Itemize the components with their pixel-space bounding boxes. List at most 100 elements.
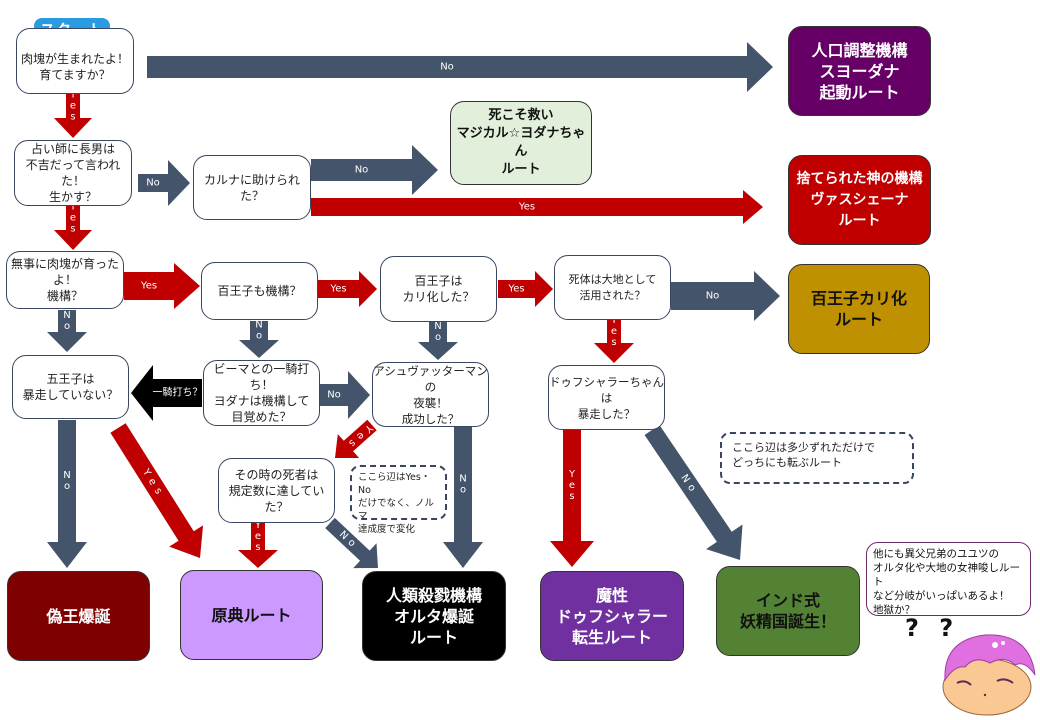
arrow-five-no: No: [47, 420, 87, 568]
arrow-karna-yes-shape: [311, 190, 763, 224]
ending-fairy-kingdom[interactable]: インド式 妖精国誕生！: [716, 566, 860, 656]
ending-alter[interactable]: 人類殺戮機構 オルタ爆誕 ルート: [362, 571, 506, 661]
arrow-grown-no-shape: [47, 310, 87, 352]
arrow-dushala-no-label-char: o: [685, 482, 698, 493]
ending-dushala[interactable]: 魔性 ドゥフシャラー 転生ルート: [540, 571, 684, 661]
question-bhima-duel[interactable]: ビーマとの一騎打ち！ ヨダナは機構して 目覚めた？: [203, 360, 320, 426]
ending-hundred-kali[interactable]: 百王子カリ化 ルート: [788, 264, 930, 354]
arrow-ashwa-yes-shape: [334, 419, 377, 458]
arrow-earth-no: No: [671, 271, 780, 321]
arrow-dushala-yes-label-char: Y: [568, 469, 576, 480]
arrow-duel: 一騎打ち？: [131, 365, 203, 421]
arrow-dead-yes-label-char: Y: [254, 520, 262, 531]
arrow-kali-no-label-char: N: [434, 321, 441, 332]
arrow-dead-yes-label-char: s: [255, 542, 260, 553]
ending-magical-yodhana[interactable]: 死こそ救い マジカル☆ヨダナちゃん ルート: [450, 101, 592, 185]
arrow-earth-yes: Yes: [594, 315, 634, 363]
question-five-princes[interactable]: 五王子は 暴走していない？: [12, 355, 129, 419]
question-kali[interactable]: 百王子は カリ化した？: [380, 256, 497, 322]
arrow-five-yes-shape: [110, 423, 204, 558]
arrow-earth-yes-label-char: s: [611, 337, 616, 348]
arrow-bhima-no: No: [320, 371, 370, 419]
arrow-earth-yes-shape: [594, 320, 634, 363]
eye-right: [996, 678, 1014, 684]
arrow-karna-no: No: [311, 145, 438, 195]
ending-original[interactable]: 原典ルート: [180, 570, 323, 660]
arrow-duel-shape: [131, 365, 202, 421]
question-dushala[interactable]: ドゥフシャラーちゃんは 暴走した？: [548, 365, 665, 430]
ending-vasusena[interactable]: 捨てられた神の機構 ヴァスシェーナ ルート: [788, 155, 931, 245]
question-karna[interactable]: カルナに助けられた？: [193, 155, 311, 220]
arrow-five-no-label-char: N: [63, 470, 70, 481]
arrow-karna-yes-label: Yes: [518, 202, 535, 213]
arrow-duel-label: 一騎打ち？: [153, 386, 203, 399]
arrow-earth-yes-label-char: Y: [610, 315, 618, 326]
arrow-fortune-yes-label-char: s: [70, 224, 75, 235]
arrow-kali-yes-label: Yes: [507, 284, 524, 295]
arrow-grown-yes-shape: [124, 263, 200, 309]
arrow-ashwa-yes-label-char: e: [354, 429, 366, 441]
arrow-raise-yes-label-char: Y: [69, 90, 77, 101]
question-fortune[interactable]: 占い師に長男は 不吉だって言われた！ 生かす？: [14, 140, 132, 206]
arrow-ashwa-no-label-char: o: [460, 485, 466, 496]
arrow-grown-no-label-char: o: [64, 321, 70, 332]
arrow-dushala-no: No: [644, 424, 743, 560]
character-face: [942, 634, 1036, 716]
arrow-fortune-yes: Yes: [54, 202, 92, 250]
arrow-five-yes-label-char: s: [152, 486, 164, 496]
arrow-raise-yes: Yes: [54, 90, 92, 138]
question-earth[interactable]: 死体は大地として 活用された？: [554, 255, 671, 320]
arrow-grown-yes-label: Yes: [140, 281, 157, 292]
arrow-hundred-yes-label: Yes: [329, 284, 346, 295]
arrow-fortune-yes-label-char: Y: [69, 202, 77, 213]
arrow-hundred-yes-shape: [318, 271, 377, 307]
question-ashwatthama[interactable]: アシュヴァッターマンの 夜襲！ 成功した？: [372, 362, 489, 427]
arrow-raise-yes-shape: [54, 94, 92, 138]
arrow-bhima-no-label: No: [327, 390, 341, 401]
arrow-hundred-yes: Yes: [318, 271, 377, 307]
arrow-dushala-no-shape: [644, 424, 743, 560]
arrow-grown-no-label-char: N: [63, 310, 70, 321]
arrow-kali-yes-shape: [498, 271, 553, 307]
arrow-raise-no: No: [147, 42, 773, 92]
ending-suyodhana[interactable]: 人口調整機構 スヨーダナ 起動ルート: [788, 26, 931, 116]
question-hundred-mech[interactable]: 百王子も機構？: [201, 262, 318, 320]
arrow-earth-yes-label-char: e: [611, 326, 617, 337]
eye-left: [956, 680, 972, 686]
hair-shine: [992, 642, 998, 648]
arrow-hundred-no: No: [239, 320, 279, 358]
hair: [944, 634, 1036, 682]
question-dead-count[interactable]: その時の死者は 規定数に達していた？: [218, 458, 335, 523]
arrow-dead-no: No: [325, 517, 378, 569]
arrow-fortune-no-label: No: [146, 178, 160, 189]
arrow-hundred-no-label-char: o: [256, 331, 262, 342]
arrow-five-no-label-char: o: [64, 481, 70, 492]
arrow-fortune-no: No: [138, 160, 190, 206]
arrow-karna-yes: Yes: [311, 190, 763, 224]
arrow-dead-yes-shape: [238, 523, 278, 568]
arrow-ashwa-no: No: [443, 427, 483, 568]
arrow-raise-no-shape: [147, 42, 773, 92]
arrow-kali-yes: Yes: [498, 271, 553, 307]
arrow-ashwa-yes: Yes: [334, 419, 377, 458]
note-shift: ここら辺は多少ずれただけで どっちにも転ぶルート: [720, 432, 914, 484]
arrow-ashwa-no-label-char: N: [459, 474, 466, 485]
question-marks: ? ?: [905, 614, 960, 642]
note-quota: ここら辺はYes・No だけでなく、ノルマ 達成度で変化: [350, 465, 447, 535]
arrow-dushala-yes: Yes: [550, 430, 594, 567]
question-grown[interactable]: 無事に肉塊が育ったよ！ 機構？: [6, 251, 124, 309]
arrow-dead-yes-label-char: e: [255, 531, 261, 542]
arrow-kali-no-label-char: o: [435, 332, 441, 343]
arrow-raise-yes-label-char: s: [70, 112, 75, 123]
arrow-kali-no: No: [418, 321, 458, 360]
arrow-ashwa-yes-label-char: s: [346, 437, 357, 449]
ending-false-king[interactable]: 偽王爆誕: [7, 571, 150, 661]
hair-shine: [1001, 641, 1005, 645]
question-raise[interactable]: 肉塊が生まれたよ！ 育てますか？: [16, 28, 134, 94]
arrow-raise-no-label: No: [440, 62, 454, 73]
arrow-hundred-no-shape: [239, 321, 279, 358]
arrow-fortune-yes-label-char: e: [70, 213, 76, 224]
speech-bubble: 他にも異父兄弟のユユツの オルタ化や大地の女神唆しルート など分岐がいっぱいある…: [866, 542, 1031, 616]
arrow-raise-yes-label-char: e: [70, 101, 76, 112]
